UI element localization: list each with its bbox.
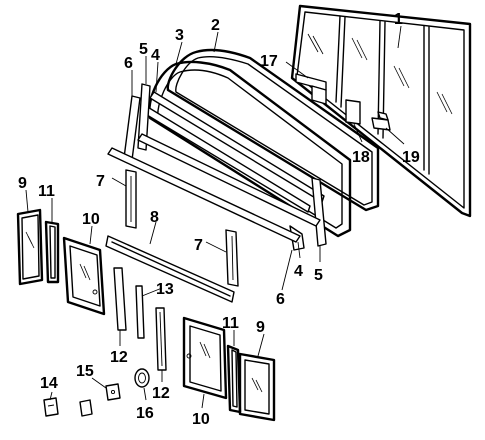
callout-10-right: 10 [192, 411, 210, 428]
part-12-left-seal-strip [113, 267, 127, 331]
callout-15: 15 [76, 363, 94, 380]
callout-11-left: 11 [38, 183, 55, 200]
callout-10-left: 10 [82, 211, 100, 228]
callout-6-lower: 6 [276, 291, 285, 308]
part-5-right-molding [311, 177, 327, 247]
part-9-right-quarter-glass [238, 352, 276, 422]
part-12-right-seal-strip [155, 307, 167, 371]
part-7-right-channel [225, 229, 239, 287]
callout-6-upper: 6 [124, 55, 133, 72]
part-6-left-molding [123, 95, 141, 161]
callout-8: 8 [150, 209, 159, 226]
callout-3: 3 [175, 27, 184, 44]
callout-5-lower: 5 [314, 267, 323, 284]
callout-19: 19 [402, 149, 420, 166]
part-11-left-seal [44, 220, 60, 284]
callout-labels: 1 2 3 4 5 6 17 18 19 7 8 7 4 5 6 9 11 10… [18, 11, 420, 428]
leader-lines [25, 25, 405, 409]
part-17-center-latch [295, 73, 327, 105]
part-16-knob [134, 368, 150, 388]
part-8-sill-channel [105, 235, 235, 303]
callout-5-upper: 5 [139, 41, 148, 58]
part-1-rear-sliding-window [290, 4, 472, 218]
callout-7-right: 7 [194, 237, 203, 254]
part-10-right-vent-glass [182, 316, 228, 400]
callout-4-lower: 4 [294, 263, 303, 280]
part-7-left-channel [125, 169, 137, 229]
part-15-latch [79, 399, 93, 417]
callout-14: 14 [40, 375, 58, 392]
callout-16: 16 [136, 405, 154, 422]
callout-12-right: 12 [152, 385, 170, 402]
part-15-bracket [105, 383, 121, 401]
part-19-clip [371, 111, 391, 131]
callout-7-left: 7 [96, 173, 105, 190]
part-10-left-vent-glass [62, 236, 106, 316]
part-18-pad [345, 99, 361, 125]
part-11-right-seal [226, 344, 242, 414]
part-3-back-glass [148, 60, 352, 238]
part-5-left-molding [137, 83, 151, 151]
callout-4-upper: 4 [151, 47, 160, 64]
callout-13: 13 [156, 281, 174, 298]
callout-11-right: 11 [222, 315, 239, 332]
callout-17: 17 [260, 53, 278, 70]
callout-9-left: 9 [18, 175, 27, 192]
callout-18: 18 [352, 149, 370, 166]
part-9-left-quarter-glass [16, 208, 44, 286]
trim-strips [107, 133, 321, 243]
callout-2: 2 [211, 17, 220, 34]
callout-1: 1 [394, 11, 403, 28]
part-13-seal-strip [135, 285, 145, 339]
callout-12-left: 12 [110, 349, 128, 366]
callout-9-right: 9 [256, 319, 265, 336]
part-14-latch-handle [43, 397, 59, 417]
